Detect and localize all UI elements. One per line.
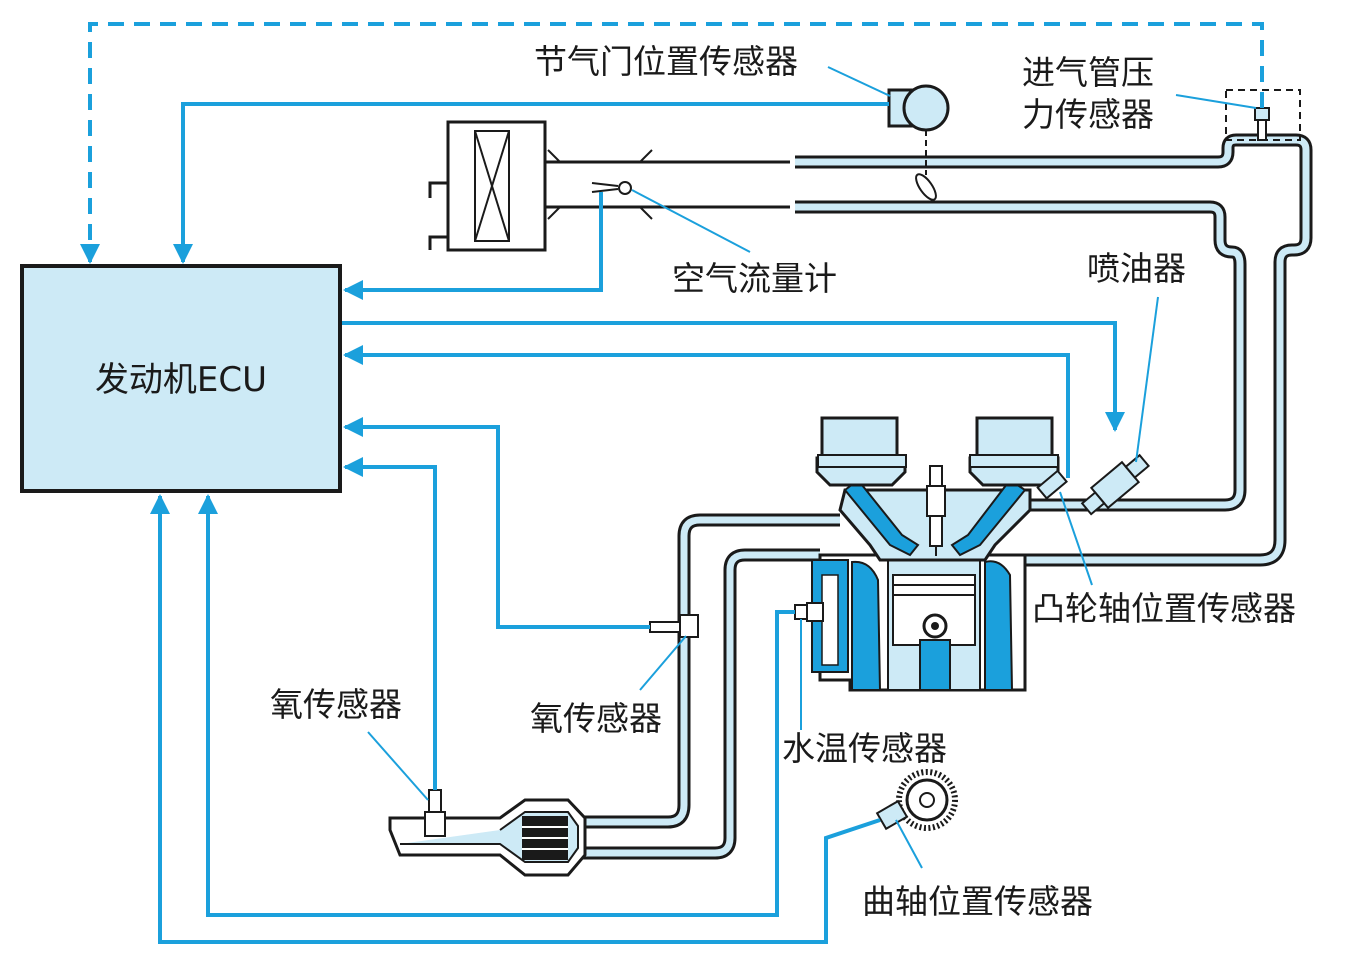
- label-oxygen-sensor-mid: 氧传感器: [530, 699, 662, 738]
- engine-ecu-box: [20, 264, 342, 493]
- label-throttle-position-sensor: 节气门位置传感器: [534, 42, 798, 81]
- oxygen-sensor-left-body: [424, 789, 446, 837]
- signal-oxygen-left: [343, 457, 437, 790]
- label-coolant-temp-sensor: 水温传感器: [782, 729, 947, 768]
- camshaft-position-sensor-body: [1036, 469, 1068, 500]
- air-intake-assembly: [428, 120, 790, 252]
- valve-cover-left: [815, 416, 907, 487]
- signal-camshaft: [343, 345, 1070, 478]
- signal-intake-pressure: [80, 22, 1264, 264]
- signal-lines: [80, 22, 1264, 944]
- signal-crankshaft: [150, 494, 881, 944]
- signal-throttle: [173, 102, 889, 264]
- coolant-temp-sensor-body: [794, 602, 824, 622]
- air-flow-meter-element: [618, 181, 632, 195]
- throttle-position-sensor: [902, 84, 950, 132]
- throttle-valve: [915, 173, 937, 201]
- label-camshaft-position-sensor: 凸轮轴位置传感器: [1032, 589, 1296, 628]
- spark-plug: [929, 465, 943, 487]
- engine-assembly: [388, 133, 1313, 877]
- ecu-label: 发动机ECU: [95, 360, 267, 400]
- label-intake-pressure-sensor-line2: 力传感器: [1022, 95, 1154, 134]
- leader-lines: [367, 66, 1257, 869]
- valve-cover-right: [968, 416, 1060, 487]
- signal-oxygen-mid: [343, 417, 650, 629]
- signal-injector: [341, 321, 1125, 432]
- label-injector: 喷油器: [1087, 249, 1186, 288]
- throttle-assembly: [887, 84, 950, 201]
- label-oxygen-sensor-left: 氧传感器: [270, 685, 402, 724]
- crankshaft-position-sensor-body: [875, 769, 958, 831]
- signal-air-flow: [343, 192, 603, 300]
- label-air-flow-meter: 空气流量计: [672, 259, 837, 298]
- label-intake-pressure-sensor-line1: 进气管压: [1022, 53, 1154, 92]
- label-crankshaft-position-sensor: 曲轴位置传感器: [862, 882, 1093, 921]
- oxygen-sensor-mid-body: [649, 614, 699, 638]
- fuel-injector: [1080, 453, 1151, 516]
- signal-coolant: [198, 494, 795, 917]
